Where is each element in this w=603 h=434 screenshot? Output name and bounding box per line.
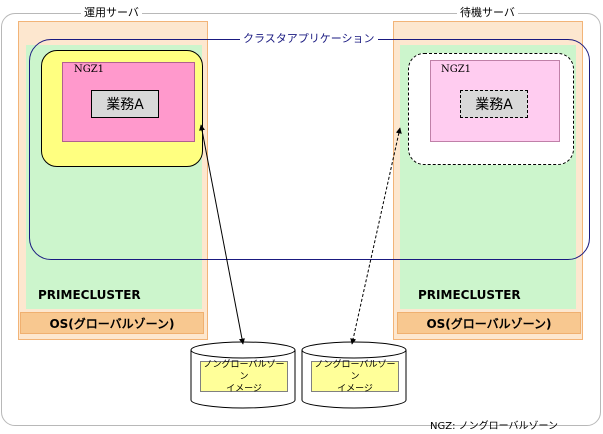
disk-right-label: ノングローバルゾーン イメージ <box>311 359 399 394</box>
standby-server-title: 待機サーバ <box>457 7 518 19</box>
disk-left: ノングローバルゾーン イメージ <box>190 340 296 410</box>
active-os-bar: OS(グローバルゾーン) <box>20 312 204 334</box>
disk-left-label: ノングローバルゾーン イメージ <box>200 359 288 394</box>
disk-right-label-line2: イメージ <box>337 383 373 394</box>
disk-right: ノングローバルゾーン イメージ <box>301 340 407 410</box>
active-job-box: 業務A <box>91 90 159 118</box>
cluster-application-label: クラスタアプリケーション <box>240 33 378 45</box>
disk-right-label-line1: ノングローバルゾーン <box>314 359 396 382</box>
standby-disk-arrow <box>350 127 402 345</box>
diagram-frame <box>1 13 601 426</box>
standby-ngz-label: NGZ1 <box>441 64 472 75</box>
disk-left-label-line1: ノングローバルゾーン <box>203 359 285 382</box>
ngz-footnote: NGZ: ノングローバルゾーン <box>430 421 559 432</box>
active-ngz-label: NGZ1 <box>74 64 105 75</box>
active-primecluster-label: PRIMECLUSTER <box>38 288 141 302</box>
disk-left-label-line2: イメージ <box>226 383 262 394</box>
standby-job-box: 業務A <box>460 90 528 118</box>
standby-primecluster-label: PRIMECLUSTER <box>418 288 521 302</box>
active-server-title: 運用サーバ <box>81 7 142 19</box>
active-disk-arrow <box>199 124 245 345</box>
standby-os-bar: OS(グローバルゾーン) <box>397 312 581 334</box>
